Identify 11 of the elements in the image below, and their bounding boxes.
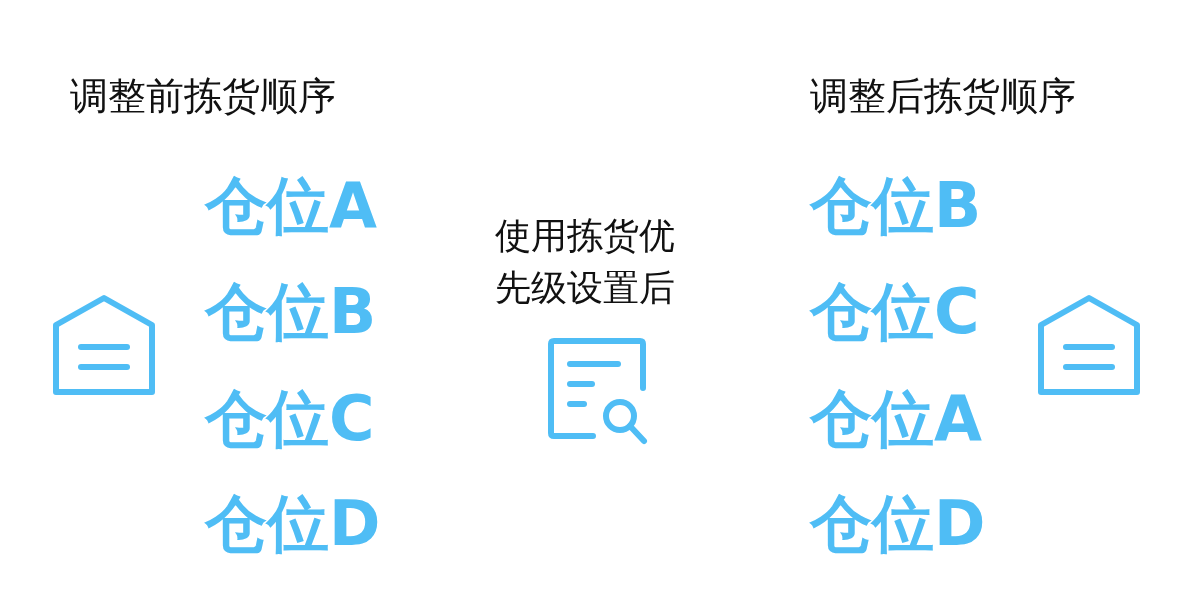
bin-label: 仓位D xyxy=(205,490,381,559)
column-heading: 调整后拣货顺序 xyxy=(810,74,1076,120)
step-caption: 使用拣货优先级设置后 xyxy=(494,214,676,311)
bin-label: 仓位C xyxy=(205,385,375,454)
bin-label: 仓位C xyxy=(810,278,980,347)
bin-label: 仓位B xyxy=(205,278,377,347)
bin-label: 仓位A xyxy=(810,385,982,454)
bin-label: 仓位B xyxy=(810,172,982,241)
bin-label: 仓位A xyxy=(205,172,377,241)
bin-label: 仓位D xyxy=(810,490,986,559)
column-heading: 调整前拣货顺序 xyxy=(70,74,336,120)
